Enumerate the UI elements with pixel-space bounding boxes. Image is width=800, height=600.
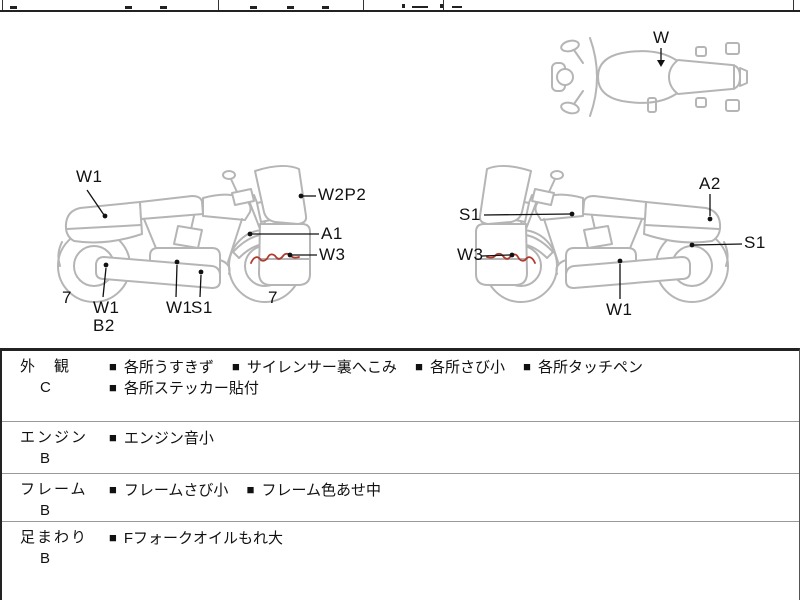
bullet-icon: ■ xyxy=(109,380,117,395)
divider xyxy=(363,0,364,10)
label-front-fender-left: A1 xyxy=(321,224,343,243)
motorcycle-left-side-drawing xyxy=(57,165,311,303)
label-tail-right: A2 xyxy=(699,174,721,193)
label-exhaust-left: S1 xyxy=(191,298,213,317)
defect-items: ■Fフォークオイルもれ大 xyxy=(109,522,799,600)
category-label: エンジン xyxy=(20,429,89,446)
grade-value: C xyxy=(40,379,51,396)
grade-table: 外 観 C ■各所うすきず ■サイレンサー裏へこみ ■各所さび小 ■各所タッチペ… xyxy=(0,348,800,600)
defect-item: ■各所うすきず xyxy=(109,359,214,376)
defect-item: ■各所ステッカー貼付 xyxy=(109,380,259,397)
defect-item: ■各所タッチペン xyxy=(523,359,644,376)
grade-value: B xyxy=(40,550,51,567)
label-engine-right: W1 xyxy=(606,300,633,319)
label-rear-wheel-left: 7 xyxy=(62,288,72,307)
category-label: 外 観 xyxy=(20,358,72,375)
motorcycle-top-view-drawing xyxy=(551,37,748,117)
glyph-fragment xyxy=(250,6,257,9)
glyph-fragment xyxy=(125,6,132,9)
label-fork-right: S1 xyxy=(459,205,481,224)
glyph-fragment xyxy=(440,4,443,8)
category-cell: 外 観 C xyxy=(2,351,109,421)
category-cell: エンジン B xyxy=(2,422,109,473)
label-rear-cowl-left: W1 xyxy=(76,167,103,186)
defect-item: ■フレームさび小 xyxy=(109,482,229,499)
divider xyxy=(2,0,3,10)
label-cowl-left: W3 xyxy=(319,245,346,264)
bullet-icon: ■ xyxy=(415,359,423,374)
table-row-frame: フレーム B ■フレームさび小 ■フレーム色あせ中 xyxy=(2,473,799,521)
bullet-icon: ■ xyxy=(109,430,117,445)
label-engine-left: W1 xyxy=(166,298,193,317)
label-top-view-w: W xyxy=(653,28,670,47)
defect-items: ■各所うすきず ■サイレンサー裏へこみ ■各所さび小 ■各所タッチペン ■各所ス… xyxy=(109,351,799,421)
table-row-engine: エンジン B ■エンジン音小 xyxy=(2,421,799,473)
grade-value: B xyxy=(40,502,51,519)
glyph-fragment xyxy=(402,4,405,8)
defect-item: ■エンジン音小 xyxy=(109,430,214,447)
label-cowl-right: W3 xyxy=(457,245,484,264)
glyph-fragment xyxy=(160,6,167,9)
divider xyxy=(793,0,794,10)
defect-item: ■フレーム色あせ中 xyxy=(246,482,382,499)
category-label: 足まわり xyxy=(20,529,89,546)
glyph-fragment xyxy=(287,6,294,9)
label-muffler-b2: B2 xyxy=(93,316,115,335)
defect-items: ■フレームさび小 ■フレーム色あせ中 xyxy=(109,474,799,521)
glyph-fragment xyxy=(10,6,17,9)
category-label: フレーム xyxy=(20,481,88,498)
table-row-undercarriage: 足まわり B ■Fフォークオイルもれ大 xyxy=(2,521,799,600)
defect-item: ■サイレンサー裏へこみ xyxy=(232,359,397,376)
label-windscreen-left: W2P2 xyxy=(318,185,367,204)
glyph-fragment xyxy=(452,6,462,8)
bullet-icon: ■ xyxy=(109,482,117,497)
divider xyxy=(218,0,219,10)
category-cell: フレーム B xyxy=(2,474,109,521)
bullet-icon: ■ xyxy=(232,359,240,374)
cutoff-header-row xyxy=(0,0,800,12)
bullet-icon: ■ xyxy=(523,359,531,374)
category-cell: 足まわり B xyxy=(2,522,109,600)
glyph-fragment xyxy=(412,6,428,8)
defect-item: ■各所さび小 xyxy=(415,359,505,376)
label-shock-right: S1 xyxy=(744,233,766,252)
defect-items: ■エンジン音小 xyxy=(109,422,799,473)
label-muffler-w1: W1 xyxy=(93,298,120,317)
table-row-exterior: 外 観 C ■各所うすきず ■サイレンサー裏へこみ ■各所さび小 ■各所タッチペ… xyxy=(2,351,799,421)
bullet-icon: ■ xyxy=(246,482,255,497)
bullet-icon: ■ xyxy=(109,530,117,545)
bullet-icon: ■ xyxy=(109,359,117,374)
grade-value: B xyxy=(40,450,51,467)
label-front-wheel-left: 7 xyxy=(268,288,278,307)
divider xyxy=(443,0,444,10)
glyph-fragment xyxy=(322,6,329,9)
defect-item: ■Fフォークオイルもれ大 xyxy=(109,530,284,547)
